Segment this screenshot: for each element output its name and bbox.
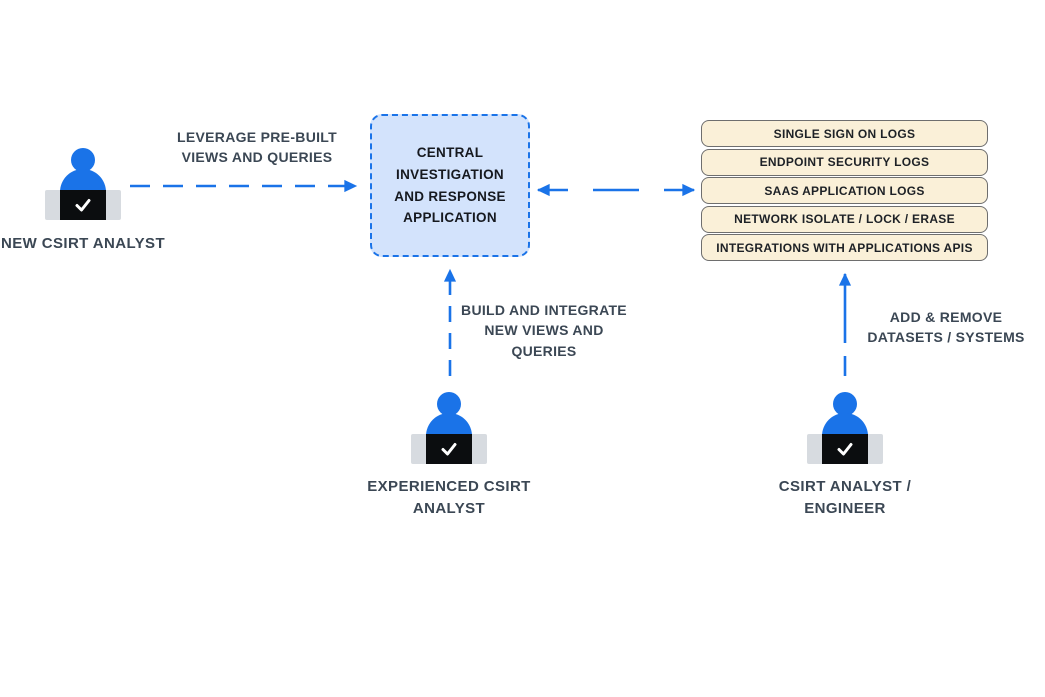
stack-item-integrations-apis: INTEGRATIONS WITH APPLICATIONS APIS bbox=[701, 234, 988, 262]
checkmark-icon bbox=[837, 443, 853, 456]
label-csirt-analyst-engineer: CSIRT ANALYST / ENGINEER bbox=[778, 478, 912, 517]
datasets-systems-stack: SINGLE SIGN ON LOGS ENDPOINT SECURITY LO… bbox=[701, 120, 988, 262]
label-add-remove-datasets: ADD & REMOVE DATASETS / SYSTEMS bbox=[867, 309, 1025, 346]
laptop-icon bbox=[60, 190, 106, 220]
stack-item-endpoint-security-logs: ENDPOINT SECURITY LOGS bbox=[701, 148, 988, 176]
person-head-icon bbox=[437, 392, 461, 416]
central-box-label: CENTRAL INVESTIGATION AND RESPONSE APPLI… bbox=[394, 145, 506, 226]
central-investigation-response-application: CENTRAL INVESTIGATION AND RESPONSE APPLI… bbox=[370, 114, 530, 257]
laptop-icon bbox=[426, 434, 472, 464]
checkmark-icon bbox=[75, 199, 91, 212]
label-new-csirt-analyst: NEW CSIRT ANALYST bbox=[0, 235, 166, 252]
label-leverage-views: LEVERAGE PRE-BUILT VIEWS AND QUERIES bbox=[177, 129, 337, 166]
checkmark-icon bbox=[441, 443, 457, 456]
stack-item-single-sign-on-logs: SINGLE SIGN ON LOGS bbox=[701, 120, 988, 147]
person-head-icon bbox=[833, 392, 857, 416]
label-build-integrate: BUILD AND INTEGRATE NEW VIEWS AND QUERIE… bbox=[461, 302, 627, 359]
person-experienced-csirt-analyst bbox=[411, 392, 487, 464]
laptop-icon bbox=[822, 434, 868, 464]
person-head-icon bbox=[71, 148, 95, 172]
person-csirt-analyst-engineer bbox=[807, 392, 883, 464]
stack-item-network-isolate-lock-erase: NETWORK ISOLATE / LOCK / ERASE bbox=[701, 205, 988, 233]
person-new-csirt-analyst bbox=[45, 148, 121, 220]
stack-item-saas-application-logs: SAAS APPLICATION LOGS bbox=[701, 177, 988, 205]
label-experienced-csirt-analyst: EXPERIENCED CSIRT ANALYST bbox=[367, 478, 531, 517]
